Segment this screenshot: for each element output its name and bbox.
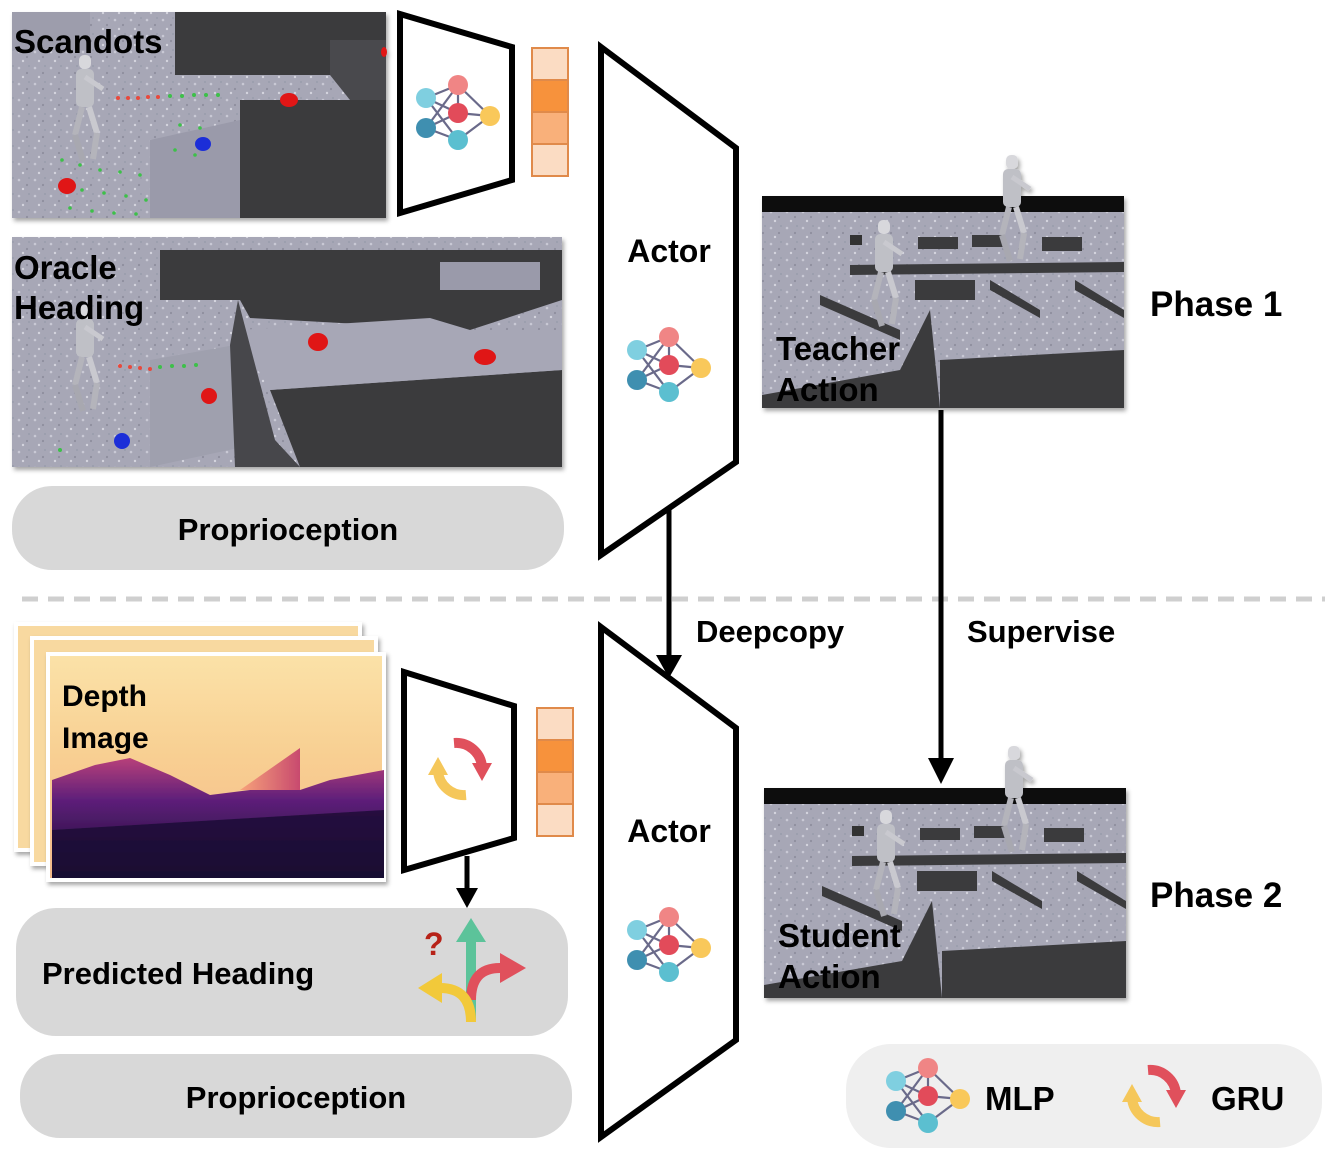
oracle-label-line1: Oracle [14,249,117,286]
phase2-label: Phase 2 [1150,876,1282,915]
student-label-line2: Action [778,958,881,995]
depth-label-line1: Depth [62,680,147,713]
oracle-label-line2: Heading [14,289,144,326]
depth-label-line2: Image [62,722,149,755]
predicted-heading-pill [16,908,568,1036]
supervise-label: Supervise [967,614,1115,649]
actor-top [598,41,739,561]
actor-top-label: Actor [627,233,711,269]
legend-mlp-label: MLP [985,1080,1055,1117]
latent-vector-bottom [536,707,574,837]
latent-vector-top [531,47,569,177]
legend-gru-label: GRU [1211,1080,1284,1117]
multi-direction-arrow-icon [418,918,526,1023]
legend-box [846,1044,1322,1148]
predicted-heading-label: Predicted Heading [42,956,314,991]
scandots-image [12,12,387,218]
phase1-label: Phase 1 [1150,285,1282,324]
proprioception-bottom-label: Proprioception [186,1080,406,1115]
deepcopy-label: Deepcopy [696,614,845,649]
down-arrow-icon [456,888,478,908]
student-label-line1: Student [778,917,901,954]
depth-encoder [401,667,517,874]
proprioception-top-label: Proprioception [178,512,398,547]
down-arrow-icon [928,758,954,784]
actor-bottom [598,621,739,1143]
teacher-action-image [762,155,1124,408]
down-arrow-icon [656,655,682,678]
actor-bottom-label: Actor [627,813,711,849]
proprioception-bottom-pill [20,1054,572,1138]
teacher-label-line1: Teacher [776,330,900,367]
heading-question-mark: ? [424,926,444,962]
proprioception-top-pill [12,486,564,570]
depth-image-stack [14,622,386,882]
teacher-label-line2: Action [776,371,879,408]
oracle-heading-image [12,237,562,467]
student-action-image [764,746,1126,998]
scandots-label: Scandots [14,23,163,60]
